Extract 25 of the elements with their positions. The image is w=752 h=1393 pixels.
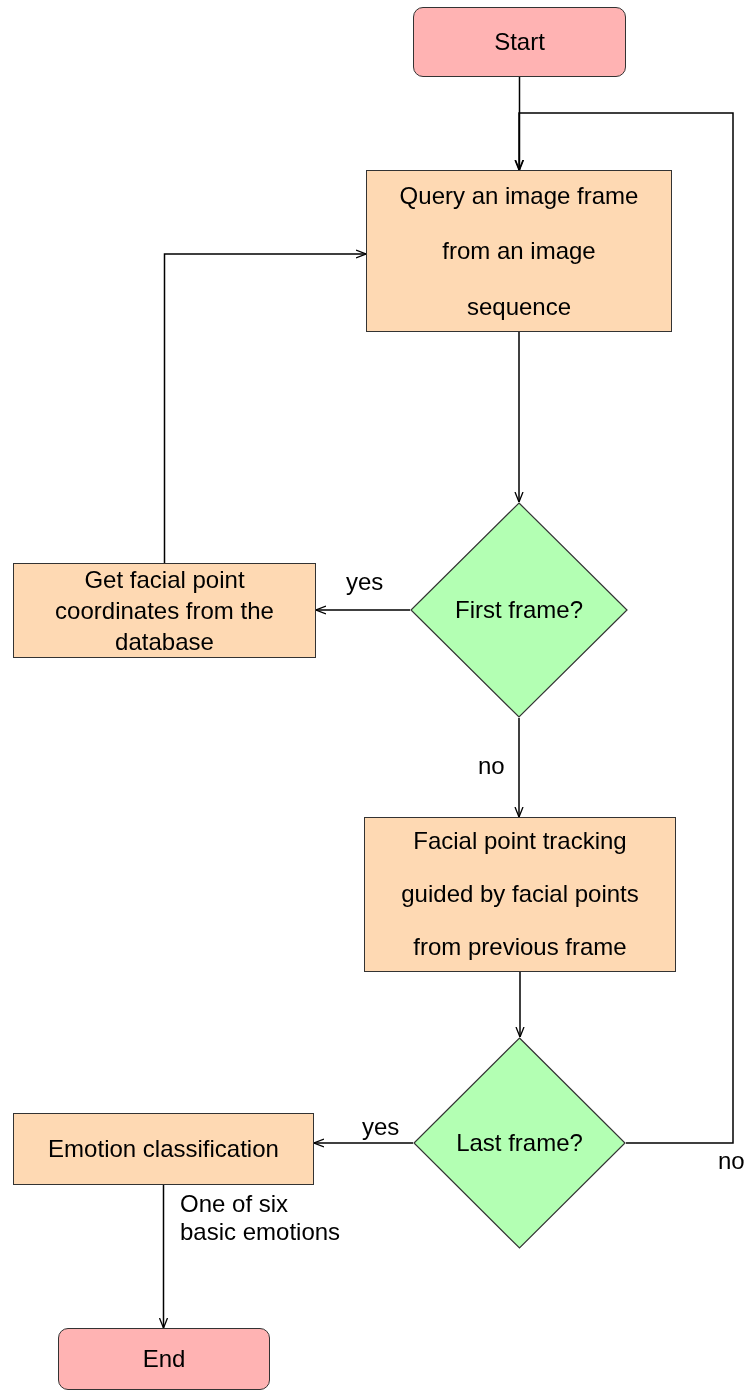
node-text: Emotion classification	[48, 1135, 279, 1163]
terminal-box	[58, 1328, 270, 1390]
arrow	[158, 1184, 169, 1329]
arrow	[514, 76, 525, 171]
terminal-box	[413, 7, 626, 77]
arrow	[514, 112, 734, 1144]
process-box	[366, 170, 672, 332]
node-text: Query an image frame from an image sequence	[398, 181, 640, 322]
arrow	[315, 605, 411, 615]
process-box	[13, 1113, 314, 1185]
arrow	[514, 717, 524, 818]
arrow	[313, 1138, 414, 1148]
node-text: First frame?	[455, 596, 583, 624]
node-text: Last frame?	[456, 1129, 583, 1157]
node-text: Facial point tracking guided by facial points from previous frame	[400, 826, 640, 962]
node-text: Get facial point coordinates from the database	[54, 564, 275, 658]
node-text: Start	[494, 28, 545, 56]
arrow	[515, 971, 525, 1038]
arrow	[514, 331, 524, 503]
process-box	[364, 817, 676, 972]
node-text: End	[142, 1345, 186, 1373]
process-box	[13, 563, 316, 658]
decision-diamond	[413, 1037, 626, 1249]
decision-diamond	[410, 502, 628, 718]
arrow	[163, 249, 367, 564]
